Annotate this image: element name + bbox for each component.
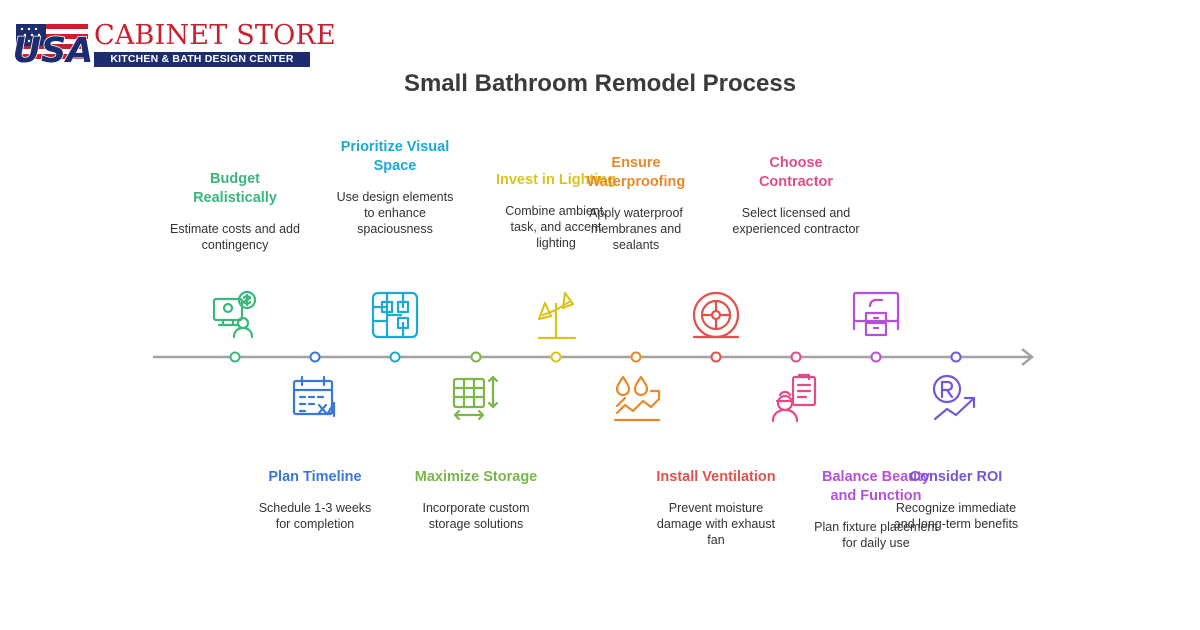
timeline-dot xyxy=(470,351,482,363)
layout-flowchart-icon xyxy=(370,290,420,340)
step-description: Schedule 1-3 weeks for completion xyxy=(258,501,372,531)
step-title: Maximize Storage xyxy=(414,469,538,485)
step-title: Install Ventilation xyxy=(656,469,776,485)
process-step: Consider ROI Recognize immediate and long… xyxy=(891,468,1021,532)
step-description: Prevent moisture damage with exhaust fan xyxy=(656,501,776,547)
step-description: Recognize immediate and long-term benefi… xyxy=(893,501,1019,531)
step-title: Prioritize Visual Space xyxy=(340,139,450,174)
contractor-clipboard-icon xyxy=(771,373,821,423)
water-drops-icon xyxy=(611,373,661,423)
step-title: Invest in Lighting xyxy=(495,172,617,188)
timeline-dot xyxy=(950,351,962,363)
calendar-icon xyxy=(290,373,340,423)
brand-tagline: KITCHEN & BATH DESIGN CENTER xyxy=(94,52,310,67)
usa-flag-logo-icon: USA xyxy=(14,24,92,70)
step-title: Budget Realistically xyxy=(193,171,277,206)
svg-text:USA: USA xyxy=(14,31,92,70)
timeline-arrowhead-icon xyxy=(1021,348,1035,366)
timeline-dot xyxy=(630,351,642,363)
step-description: Estimate costs and add contingency xyxy=(170,222,300,252)
timeline-dot xyxy=(389,351,401,363)
step-description: Use design elements to enhance spaciousn… xyxy=(336,190,454,236)
vanity-fixture-icon xyxy=(851,290,901,340)
step-description: Select licensed and experienced contract… xyxy=(732,206,860,236)
timeline-dot xyxy=(870,351,882,363)
timeline-dot xyxy=(790,351,802,363)
storage-grid-icon xyxy=(451,373,501,423)
step-description: Incorporate custom storage solutions xyxy=(422,501,530,531)
step-title: Consider ROI xyxy=(909,469,1003,485)
brand-logo[interactable]: USA CABINET STORE KITCHEN & BATH DESIGN … xyxy=(14,20,336,70)
step-description: Combine ambient, task, and accent lighti… xyxy=(505,204,607,250)
timeline-dot xyxy=(710,351,722,363)
step-title: Ensure Waterproofing xyxy=(586,155,686,190)
budget-money-icon xyxy=(210,290,260,340)
brand-name: CABINET STORE xyxy=(94,20,336,51)
timeline-dot xyxy=(309,351,321,363)
step-description: Plan fixture placement for daily use xyxy=(814,520,938,550)
step-title: Plan Timeline xyxy=(268,469,362,485)
exhaust-fan-icon xyxy=(691,290,741,340)
step-title: Choose Contractor xyxy=(758,155,834,190)
step-title: Balance Beauty and Function xyxy=(822,469,930,504)
timeline-dot xyxy=(229,351,241,363)
page-title: Small Bathroom Remodel Process xyxy=(403,70,797,97)
roi-growth-icon xyxy=(931,373,981,423)
timeline-dot xyxy=(550,351,562,363)
step-description: Apply waterproof membranes and sealants xyxy=(589,206,683,252)
lamp-icon xyxy=(531,290,581,340)
